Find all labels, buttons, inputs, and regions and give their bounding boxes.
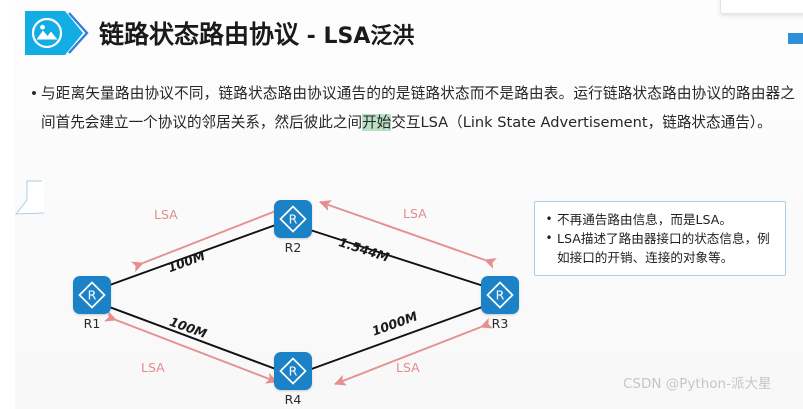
router-node-r4[interactable]: R R4 [274, 352, 312, 407]
callout-bullet-marker: • [545, 212, 553, 226]
router-icon: R [481, 276, 519, 314]
router-label-r1: R1 [83, 316, 101, 331]
svg-text:R: R [88, 288, 97, 303]
top-right-popup-panel[interactable] [720, 0, 803, 14]
router-label-r2: R2 [284, 240, 302, 255]
router-glyph-icon: R [279, 205, 307, 233]
router-glyph-icon: R [78, 281, 106, 309]
svg-text:R: R [289, 212, 298, 227]
page-title: 链路状态路由协议 - LSA泛洪 [99, 15, 414, 51]
page-title-en: LSA泛洪 [323, 24, 415, 49]
router-node-r3[interactable]: R R3 [481, 276, 519, 331]
callout-bullet-marker: • [545, 231, 553, 245]
svg-text:R: R [496, 288, 505, 303]
body-paragraph-highlight: 开始 [362, 113, 392, 131]
callout-tail [15, 180, 45, 215]
page-title-cn: 链路状态路由协议 [99, 20, 300, 49]
lsa-label-r2-r3: LSA [403, 206, 427, 221]
router-label-r4: R4 [284, 392, 302, 407]
callout-list: • 不再通告路由信息，而是LSA。 • LSA描述了路由器接口的状态信息，例如接… [541, 210, 777, 267]
router-node-r2[interactable]: R R2 [274, 200, 312, 255]
lsa-label-r4-r3: LSA [396, 360, 420, 375]
body-paragraph: 与距离矢量路由协议不同，链路状态路由协议通告的的是链路状态而不是路由表。运行链路… [41, 80, 795, 137]
slide-title-bar: 链路状态路由协议 - LSA泛洪 [15, 8, 414, 58]
body-paragraph-part2: 交互LSA（Link State Advertisement，链路状态通告）。 [391, 113, 772, 131]
body-bullet-marker: • [31, 85, 37, 102]
lsa-label-r1-r2: LSA [154, 207, 178, 222]
callout-item-text-1: 不再通告路由信息，而是LSA。 [557, 212, 732, 227]
page-title-separator: - [299, 24, 324, 49]
title-badge [23, 9, 89, 57]
callout-box: • 不再通告路由信息，而是LSA。 • LSA描述了路由器接口的状态信息，例如接… [534, 201, 786, 276]
router-icon: R [274, 352, 312, 390]
image-picture-icon [25, 11, 89, 55]
slide-surface: 链路状态路由协议 - LSA泛洪 • 与距离矢量路由协议不同，链路状态路由协议通… [15, 0, 803, 409]
callout-list-item: • 不再通告路由信息，而是LSA。 [541, 210, 777, 229]
callout-list-item: • LSA描述了路由器接口的状态信息，例如接口的开销、连接的对象等。 [541, 229, 777, 267]
svg-text:R: R [289, 364, 298, 379]
router-icon: R [73, 276, 111, 314]
diagram-svg-layer [95, 200, 497, 386]
body-bullet-row: • 与距离矢量路由协议不同，链路状态路由协议通告的的是链路状态而不是路由表。运行… [27, 80, 795, 137]
router-glyph-icon: R [486, 281, 514, 309]
network-topology-diagram: R R1 R R2 R [15, 180, 803, 409]
router-glyph-icon: R [279, 357, 307, 385]
router-icon: R [274, 200, 312, 238]
top-right-blue-accent [788, 33, 803, 44]
body-paragraph-part1: 与距离矢量路由协议不同，链路状态路由协议通告的的是链路状态而不是路由表。运行链路… [41, 85, 795, 131]
router-label-r3: R3 [491, 316, 509, 331]
body-text-block: • 与距离矢量路由协议不同，链路状态路由协议通告的的是链路状态而不是路由表。运行… [27, 80, 795, 137]
csdn-watermark: CSDN @Python-派大星 [623, 376, 772, 392]
callout-item-text-2: LSA描述了路由器接口的状态信息，例如接口的开销、连接的对象等。 [557, 231, 770, 265]
lsa-flow-arrows [104, 200, 497, 386]
lsa-label-r1-r4: LSA [141, 360, 165, 375]
router-node-r1[interactable]: R R1 [73, 276, 111, 331]
